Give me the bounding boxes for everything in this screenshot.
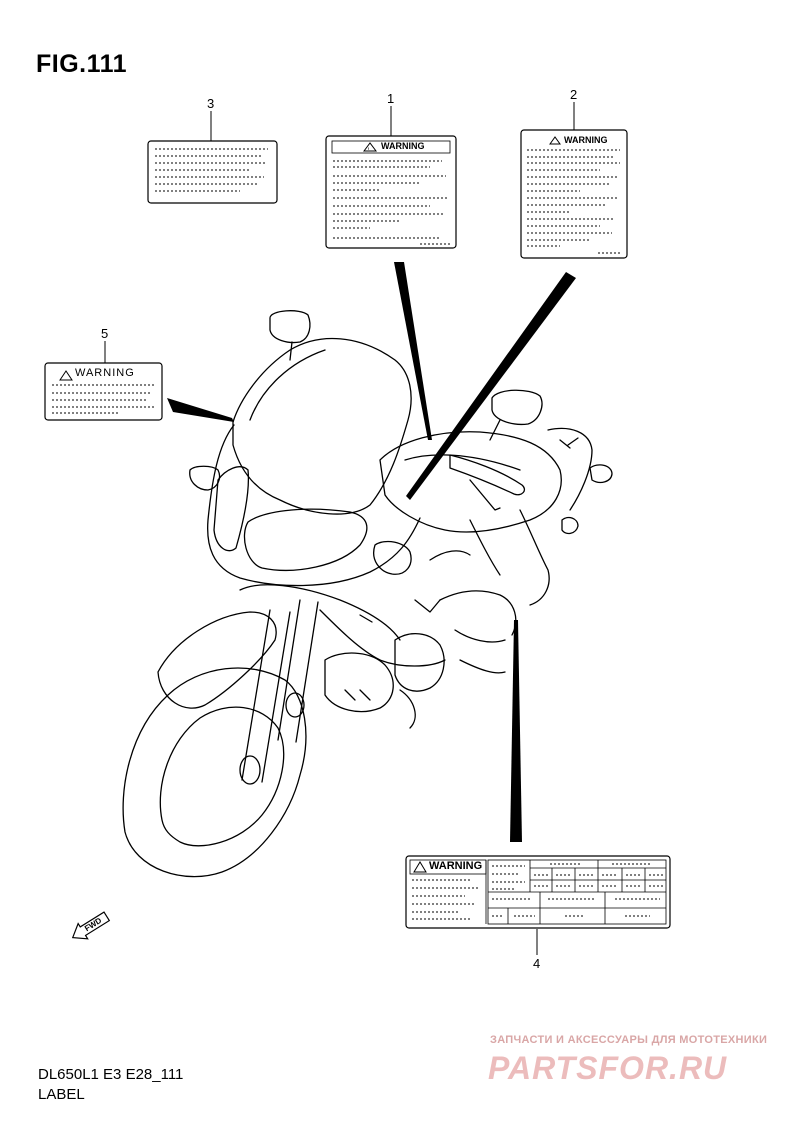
label-4 bbox=[405, 855, 671, 929]
figure-title: FIG.111 bbox=[36, 50, 128, 78]
label-4-warning-text: WARNING bbox=[429, 860, 483, 872]
fwd-arrow bbox=[71, 911, 111, 940]
label-1: ! bbox=[325, 135, 457, 249]
label-2-warning-text: WARNING bbox=[564, 135, 608, 145]
callout-lines bbox=[104, 102, 575, 955]
watermark-logo: PARTSFOR.RU bbox=[488, 1050, 728, 1086]
label-5-warning-text: WARNING bbox=[75, 367, 135, 379]
callout-1: 1 bbox=[387, 91, 395, 106]
label-1-warning-text: WARNING bbox=[381, 141, 425, 151]
motorcycle-outline bbox=[122, 310, 613, 878]
leader-lines bbox=[167, 262, 576, 842]
label-3 bbox=[147, 140, 278, 204]
callout-2: 2 bbox=[570, 87, 578, 102]
callout-3: 3 bbox=[207, 96, 215, 111]
callout-4: 4 bbox=[533, 956, 541, 971]
label-5 bbox=[44, 362, 163, 421]
watermark-tagline: ЗАПЧАСТИ И АКСЕССУАРЫ ДЛЯ МОТОТЕХНИКИ bbox=[490, 1034, 768, 1046]
footer-code: DL650L1 E3 E28_111 bbox=[38, 1066, 184, 1083]
svg-text:!: ! bbox=[368, 146, 369, 151]
callout-5: 5 bbox=[101, 326, 109, 341]
label-2 bbox=[520, 129, 628, 259]
footer-name: LABEL bbox=[38, 1086, 85, 1103]
